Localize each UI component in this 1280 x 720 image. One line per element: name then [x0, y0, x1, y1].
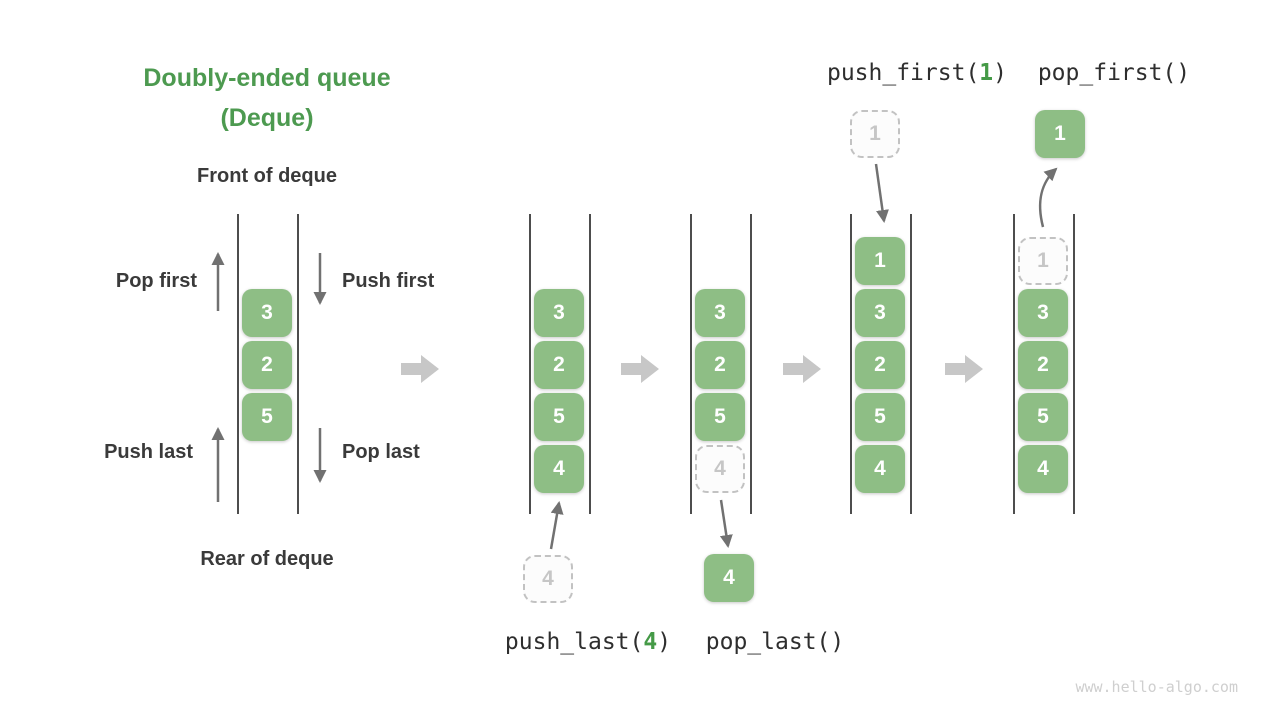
queue-wall — [690, 214, 692, 514]
rear-of-deque-label: Rear of deque — [200, 548, 334, 570]
queue-wall — [1073, 214, 1075, 514]
diagram-title-line2: (Deque) — [220, 104, 314, 132]
call-close-text: ) — [993, 60, 1008, 86]
pop-first-call-label: pop_first() — [1038, 60, 1190, 86]
deque-cell: 2 — [1018, 341, 1068, 389]
deque-cell-removed: 4 — [695, 445, 745, 493]
queue-state-after-pop-first: 1 3 2 5 4 — [1013, 214, 1075, 514]
deque-cell: 2 — [534, 341, 584, 389]
front-of-deque-label: Front of deque — [197, 165, 337, 187]
queue-wall — [589, 214, 591, 514]
push-last-value-cell: 4 — [523, 555, 573, 603]
push-last-call-label: push_last(4) — [505, 629, 671, 655]
queue-wall — [910, 214, 912, 514]
call-arg-text: 4 — [643, 629, 658, 655]
diagram-title: Doubly-ended queue (Deque) — [143, 58, 390, 138]
queue-wall — [750, 214, 752, 514]
deque-cell-removed: 1 — [1018, 237, 1068, 285]
push-last-label: Push last — [104, 441, 193, 463]
transition-arrow-3-icon — [783, 355, 821, 383]
push-first-call-label: push_first(1) — [827, 60, 1007, 86]
deque-cell: 4 — [534, 445, 584, 493]
pop-last-call-label: pop_last() — [706, 629, 844, 655]
deque-cell: 5 — [855, 393, 905, 441]
call-fn-text: push_last( — [504, 629, 644, 655]
deque-cell: 1 — [855, 237, 905, 285]
transition-arrow-2-icon — [621, 355, 659, 383]
push-first-value-arrow-icon — [874, 163, 889, 223]
queue-wall — [237, 214, 239, 514]
push-first-label: Push first — [342, 270, 435, 292]
diagram-title-line1: Doubly-ended queue — [143, 64, 391, 92]
deque-cell: 4 — [1018, 445, 1068, 493]
deque-cell: 4 — [855, 445, 905, 493]
pop-first-label: Pop first — [115, 270, 197, 292]
deque-cell: 3 — [855, 289, 905, 337]
deque-cell: 5 — [534, 393, 584, 441]
transition-arrow-4-icon — [945, 355, 983, 383]
queue-wall — [529, 214, 531, 514]
call-arg-text: 1 — [979, 60, 994, 86]
queue-state-after-push-last: 3 2 5 4 — [529, 214, 591, 514]
queue-state-initial: 3 2 5 — [237, 214, 299, 514]
call-fn-text: pop_last() — [705, 629, 845, 655]
deque-cell: 5 — [242, 393, 292, 441]
deque-cell: 3 — [1018, 289, 1068, 337]
deque-cell: 5 — [695, 393, 745, 441]
queue-wall — [1013, 214, 1015, 514]
queue-wall — [850, 214, 852, 514]
queue-state-after-push-first: 1 3 2 5 4 — [850, 214, 912, 514]
website-watermark: www.hello-algo.com — [1075, 678, 1238, 696]
deque-cell: 2 — [855, 341, 905, 389]
deque-cell: 3 — [695, 289, 745, 337]
pop-last-value-cell: 4 — [704, 554, 754, 602]
call-close-text: ) — [657, 629, 672, 655]
queue-wall — [297, 214, 299, 514]
call-fn-text: pop_first() — [1037, 60, 1191, 86]
deque-cell: 3 — [534, 289, 584, 337]
queue-state-after-pop-last: 3 2 5 4 — [690, 214, 752, 514]
pop-first-value-cell: 1 — [1035, 110, 1085, 158]
deque-cell: 2 — [695, 341, 745, 389]
deque-cell: 2 — [242, 341, 292, 389]
pop-last-label: Pop last — [342, 441, 420, 463]
transition-arrow-1-icon — [401, 355, 439, 383]
call-fn-text: push_first( — [826, 60, 980, 86]
push-first-value-cell: 1 — [850, 110, 900, 158]
deque-cell: 5 — [1018, 393, 1068, 441]
deque-cell: 3 — [242, 289, 292, 337]
